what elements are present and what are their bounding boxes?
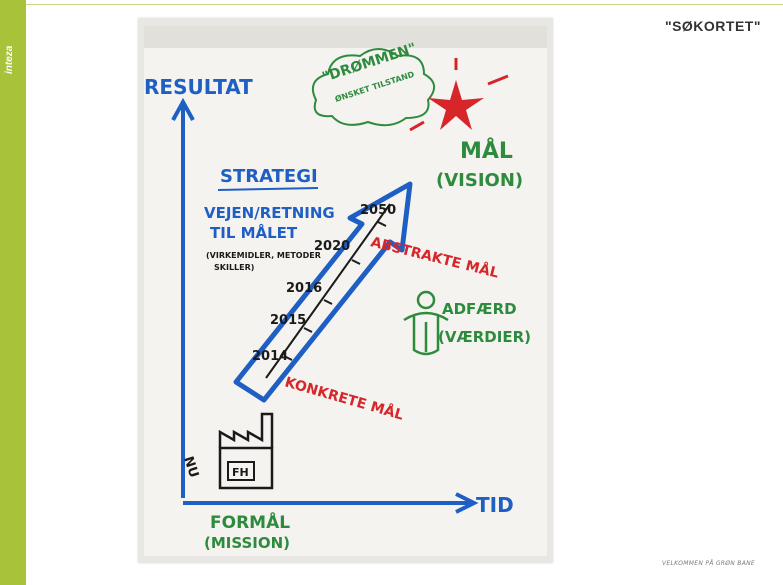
brand-label: inteza: [4, 45, 15, 75]
timeline-tick: [323, 299, 333, 305]
goal-star: [428, 80, 484, 130]
goal-label: MÅL: [460, 138, 513, 164]
strategy-label: STRATEGI: [220, 166, 318, 187]
x-axis-label: TID: [476, 493, 514, 517]
x-axis-arrowhead: [455, 492, 479, 514]
paper-top-shadow: [144, 26, 547, 48]
vision-label: (VISION): [436, 170, 523, 191]
year-label: 2016: [286, 281, 322, 296]
timeline-tick: [377, 221, 387, 227]
person-icon: [416, 290, 436, 310]
footer-tagline: VELKOMMEN PÅ GRØN BANE: [662, 560, 755, 567]
strategy-arrow: [233, 181, 413, 403]
year-label: 2050: [360, 203, 396, 218]
factory-roof: [218, 412, 274, 448]
timeline-line: [265, 203, 391, 379]
flipchart-paper: [144, 26, 547, 556]
now-label: NU: [180, 455, 201, 480]
slide-title: "SØKORTET": [664, 18, 761, 34]
year-label: 2015: [270, 313, 306, 328]
timeline-tick: [283, 355, 293, 361]
flipchart-drawing: RESULTAT TID "DRØMMEN" ØNSKET TILSTAND M…: [144, 26, 547, 556]
y-axis-label: RESULTAT: [144, 75, 253, 99]
factory-label: FH: [232, 466, 249, 479]
purpose-label: FORMÅL: [210, 510, 290, 533]
way-label-line1: VEJEN/RETNING: [204, 204, 335, 222]
brand-sidebar: inteza: [0, 0, 26, 585]
star-ray: [409, 120, 425, 132]
factory-sign: [227, 461, 255, 481]
year-label: 2014: [252, 349, 288, 364]
dream-cloud: [312, 48, 435, 127]
mission-label: (MISSION): [204, 534, 290, 552]
strategy-underline: [217, 187, 319, 191]
methods-note-line1: (VIRKEMIDLER, METODER: [206, 251, 321, 260]
y-axis-arrowhead: [171, 97, 195, 121]
person-body: [403, 311, 449, 356]
star-ray: [487, 74, 509, 86]
methods-note-line2: SKILLER): [214, 263, 254, 272]
timeline-tick: [351, 259, 361, 265]
timeline-tick: [303, 327, 313, 333]
behavior-label: ADFÆRD: [442, 300, 517, 318]
header-divider: [26, 4, 783, 5]
year-label: 2020: [314, 239, 350, 254]
way-label-line2: TIL MÅLET: [210, 223, 298, 242]
flipchart-photo: RESULTAT TID "DRØMMEN" ØNSKET TILSTAND M…: [138, 18, 553, 563]
values-label: (VÆRDIER): [438, 328, 531, 346]
